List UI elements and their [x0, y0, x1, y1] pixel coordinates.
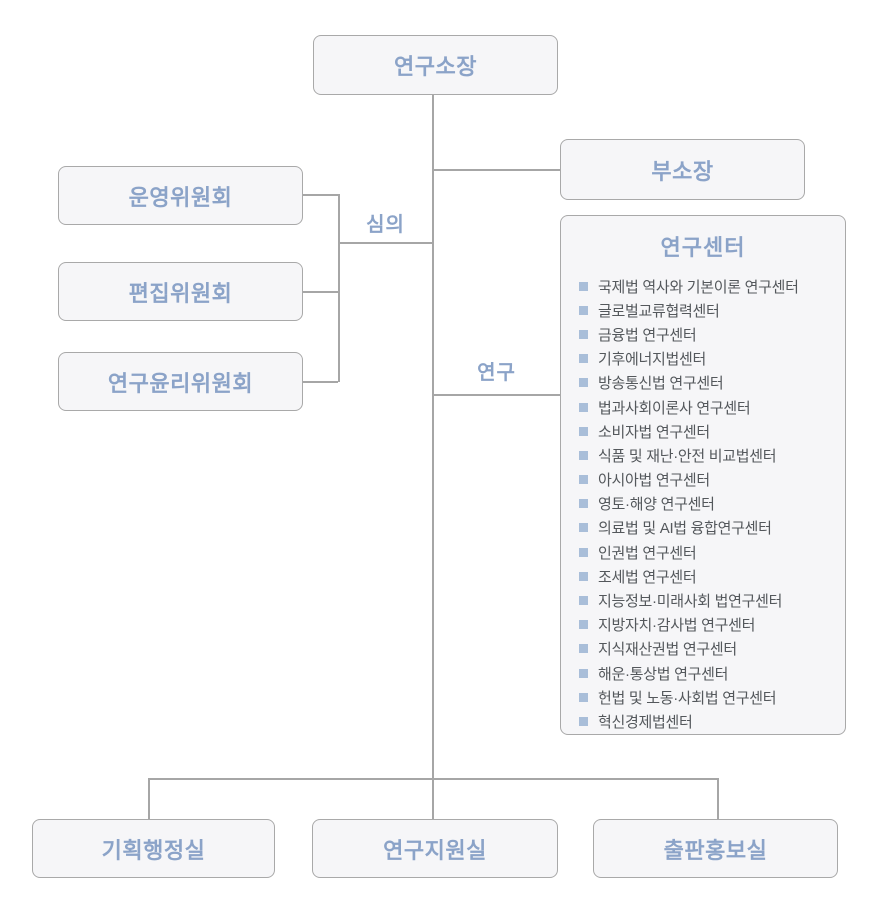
research-center-list: 국제법 역사와 기본이론 연구센터 글로벌교류협력센터 금융법 연구센터 기후에…	[579, 274, 835, 734]
research-center-item: 방송통신법 연구센터	[579, 371, 835, 395]
connector-simui-horizontal	[338, 242, 433, 244]
research-center-item: 소비자법 연구센터	[579, 419, 835, 443]
research-center-item: 식품 및 재난·안전 비교법센터	[579, 443, 835, 467]
square-bullet-icon	[579, 692, 588, 702]
square-bullet-icon	[579, 475, 588, 485]
research-center-item-label: 기후에너지법센터	[598, 351, 707, 369]
box-office-planning-admin: 기획행정실	[32, 819, 275, 878]
square-bullet-icon	[579, 499, 588, 509]
square-bullet-icon	[579, 716, 588, 726]
research-center-item-label: 의료법 및 AI법 융합연구센터	[598, 520, 772, 538]
research-center-item: 지식재산권법 연구센터	[579, 637, 835, 661]
square-bullet-icon	[579, 378, 588, 388]
research-center-item: 인권법 연구센터	[579, 540, 835, 564]
research-center-item: 글로벌교류협력센터	[579, 298, 835, 322]
research-center-item-label: 지방자치·감사법 연구센터	[598, 617, 756, 635]
square-bullet-icon	[579, 281, 588, 291]
box-office-research-support: 연구지원실	[312, 819, 558, 878]
research-center-item-label: 금융법 연구센터	[598, 326, 697, 344]
research-center-item: 지방자치·감사법 연구센터	[579, 613, 835, 637]
research-center-item-label: 해운·통상법 연구센터	[598, 665, 729, 683]
research-center-item: 영토·해양 연구센터	[579, 492, 835, 516]
research-center-item-label: 영토·해양 연구센터	[598, 496, 715, 514]
box-committee-research-ethics: 연구윤리위원회	[58, 352, 303, 411]
connector-committee-bracket	[338, 194, 340, 382]
connector-research-horizontal	[433, 394, 560, 396]
connector-committee-stub-2	[303, 291, 338, 293]
research-center-item: 국제법 역사와 기본이론 연구센터	[579, 274, 835, 298]
square-bullet-icon	[579, 644, 588, 654]
research-center-item: 법과사회이론사 연구센터	[579, 395, 835, 419]
research-center-item-label: 혁신경제법센터	[598, 713, 693, 731]
square-bullet-icon	[579, 620, 588, 630]
square-bullet-icon	[579, 402, 588, 412]
connector-drop-right	[717, 778, 719, 819]
square-bullet-icon	[579, 426, 588, 436]
branch-label-deliberation: 심의	[366, 214, 405, 236]
box-committee-operating: 운영위원회	[58, 166, 303, 225]
box-deputy-director: 부소장	[560, 139, 805, 200]
research-center-item: 기후에너지법센터	[579, 347, 835, 371]
connector-deputy-horizontal	[433, 169, 560, 171]
research-center-item: 해운·통상법 연구센터	[579, 661, 835, 685]
branch-label-research: 연구	[477, 362, 516, 384]
box-director: 연구소장	[313, 35, 558, 95]
research-center-item: 의료법 및 AI법 융합연구센터	[579, 516, 835, 540]
research-center-item: 금융법 연구센터	[579, 322, 835, 346]
connector-bottom-horizontal	[148, 778, 717, 780]
box-office-publication-pr: 출판홍보실	[593, 819, 838, 878]
research-center-item-label: 지능정보·미래사회 법연구센터	[598, 593, 783, 611]
connector-drop-left	[148, 778, 150, 819]
research-center-item: 조세법 연구센터	[579, 564, 835, 588]
square-bullet-icon	[579, 305, 588, 315]
square-bullet-icon	[579, 547, 588, 557]
research-center-item-label: 방송통신법 연구센터	[598, 375, 724, 393]
square-bullet-icon	[579, 596, 588, 606]
square-bullet-icon	[579, 354, 588, 364]
connector-committee-stub-3	[303, 381, 338, 383]
box-committee-editorial: 편집위원회	[58, 262, 303, 321]
research-center-item-label: 헌법 및 노동·사회법 연구센터	[598, 689, 777, 707]
research-center-item-label: 국제법 역사와 기본이론 연구센터	[598, 278, 799, 296]
research-center-item: 헌법 및 노동·사회법 연구센터	[579, 685, 835, 709]
research-center-item-label: 인권법 연구센터	[598, 544, 697, 562]
research-center-item-label: 법과사회이론사 연구센터	[598, 399, 751, 417]
research-center-item-label: 아시아법 연구센터	[598, 472, 710, 490]
research-center-item: 지능정보·미래사회 법연구센터	[579, 588, 835, 612]
research-center-item-label: 지식재산권법 연구센터	[598, 641, 737, 659]
connector-committee-stub-1	[303, 194, 338, 196]
square-bullet-icon	[579, 329, 588, 339]
research-center-item-label: 조세법 연구센터	[598, 568, 697, 586]
research-center-item: 아시아법 연구센터	[579, 468, 835, 492]
panel-research-centers: 연구센터 국제법 역사와 기본이론 연구센터 글로벌교류협력센터 금융법 연구센…	[560, 215, 846, 735]
square-bullet-icon	[579, 450, 588, 460]
research-centers-title: 연구센터	[660, 235, 746, 260]
research-center-item-label: 식품 및 재난·안전 비교법센터	[598, 447, 777, 465]
connector-main-vertical	[432, 95, 434, 819]
square-bullet-icon	[579, 571, 588, 581]
research-center-item-label: 글로벌교류협력센터	[598, 302, 720, 320]
research-center-item: 혁신경제법센터	[579, 709, 835, 733]
square-bullet-icon	[579, 523, 588, 533]
square-bullet-icon	[579, 668, 588, 678]
research-center-item-label: 소비자법 연구센터	[598, 423, 710, 441]
